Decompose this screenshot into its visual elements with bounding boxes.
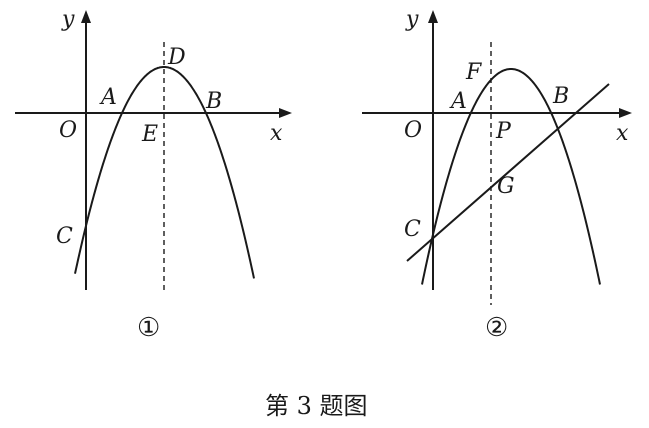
fig2-label-C: C: [404, 217, 421, 242]
fig2-label-B: B: [552, 84, 569, 109]
fig1-y-axis-arrow: [81, 10, 91, 23]
fig2-label-A: A: [449, 89, 467, 114]
fig2-x-axis-arrow: [619, 108, 632, 118]
fig2-number: ②: [485, 313, 508, 343]
fig1-label-A: A: [99, 85, 117, 110]
fig1-label-B: B: [205, 89, 222, 114]
fig2-label-F: F: [465, 60, 482, 85]
fig1-label-x: x: [270, 121, 283, 146]
fig2-label-y: y: [405, 7, 419, 32]
fig1-x-axis-arrow: [279, 108, 292, 118]
fig2-parabola: [421, 68, 601, 285]
figure-caption: 第 3 题图: [265, 392, 368, 420]
fig2-y-axis-arrow: [428, 10, 438, 23]
fig2-line-CB: [406, 83, 610, 262]
fig1-label-origin: O: [59, 118, 77, 143]
fig1-number: ①: [137, 313, 160, 343]
fig2-label-origin: O: [404, 118, 422, 143]
fig2-label-x: x: [616, 121, 629, 146]
fig1-label-C: C: [56, 224, 73, 249]
fig1-label-D: D: [167, 45, 186, 70]
fig2-label-G: G: [497, 174, 515, 199]
figure-2: y x O A B C F P G ②: [362, 7, 632, 343]
figure-1: y x O A B C D E ①: [15, 7, 292, 343]
fig1-parabola: [74, 66, 255, 279]
fig1-label-E: E: [141, 122, 158, 147]
fig1-label-y: y: [61, 7, 75, 32]
fig2-label-P: P: [495, 119, 512, 144]
